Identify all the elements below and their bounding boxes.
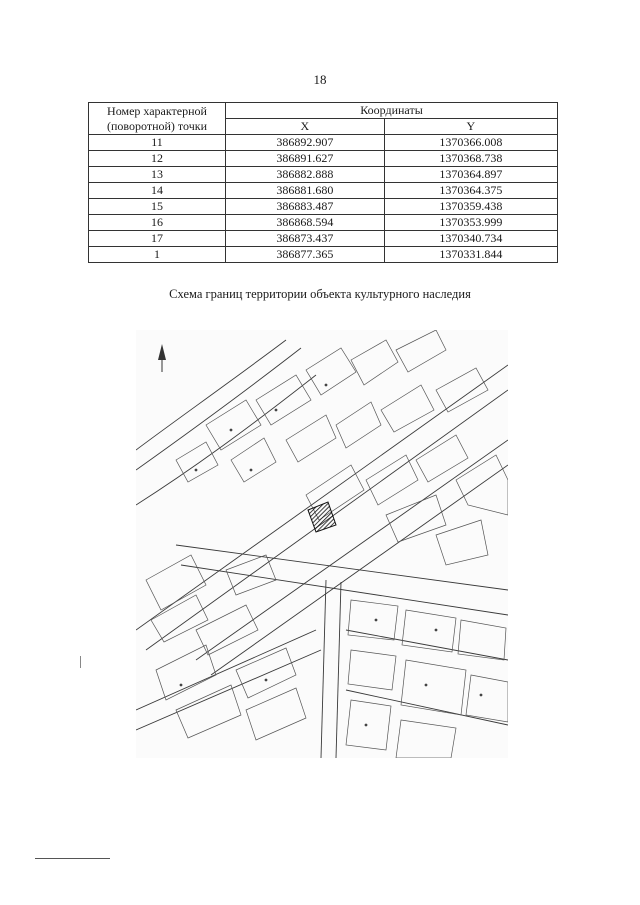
table-row: 14 386881.680 1370364.375 <box>88 182 559 199</box>
cadastral-map <box>136 330 508 758</box>
cell-x: 386881.680 <box>225 182 385 199</box>
cell-y: 1370340.734 <box>383 230 559 247</box>
table-row: 15 386883.487 1370359.438 <box>88 198 559 215</box>
header-x: X <box>225 118 385 135</box>
cell-y: 1370366.008 <box>383 134 559 151</box>
header-y: Y <box>383 118 559 135</box>
header-point: Номер характерной (поворотной) точки <box>88 102 226 135</box>
table-header-row: Номер характерной (поворотной) точки Коо… <box>88 102 558 135</box>
table-row: 16 386868.594 1370353.999 <box>88 214 559 231</box>
cell-x: 386892.907 <box>225 134 385 151</box>
cell-point: 14 <box>88 182 226 199</box>
cell-y: 1370368.738 <box>383 150 559 167</box>
table-row: 17 386873.437 1370340.734 <box>88 230 559 247</box>
cell-x: 386868.594 <box>225 214 385 231</box>
page-number: 18 <box>313 72 327 87</box>
cell-x: 386873.437 <box>225 230 385 247</box>
cell-x: 386891.627 <box>225 150 385 167</box>
footnote-separator <box>35 858 110 859</box>
cell-point: 1 <box>88 246 226 263</box>
cell-point: 12 <box>88 150 226 167</box>
cell-x: 386883.487 <box>225 198 385 215</box>
cell-y: 1370364.897 <box>383 166 559 183</box>
cell-y: 1370359.438 <box>383 198 559 215</box>
table-row: 1 386877.365 1370331.844 <box>88 246 559 263</box>
cell-point: 13 <box>88 166 226 183</box>
table-row: 11 386892.907 1370366.008 <box>88 134 559 151</box>
margin-mark <box>80 656 81 668</box>
map-caption: Схема границ территории объекта культурн… <box>169 287 471 301</box>
header-coordinates: Координаты <box>225 102 558 119</box>
coordinates-table: Номер характерной (поворотной) точки Коо… <box>88 102 559 263</box>
cell-y: 1370364.375 <box>383 182 559 199</box>
cell-x: 386882.888 <box>225 166 385 183</box>
table-row: 12 386891.627 1370368.738 <box>88 150 559 167</box>
map-drawing <box>136 330 508 758</box>
cell-point: 11 <box>88 134 226 151</box>
cell-y: 1370353.999 <box>383 214 559 231</box>
cell-point: 16 <box>88 214 226 231</box>
cell-x: 386877.365 <box>225 246 385 263</box>
cell-y: 1370331.844 <box>383 246 559 263</box>
cell-point: 17 <box>88 230 226 247</box>
cell-point: 15 <box>88 198 226 215</box>
table-row: 13 386882.888 1370364.897 <box>88 166 559 183</box>
